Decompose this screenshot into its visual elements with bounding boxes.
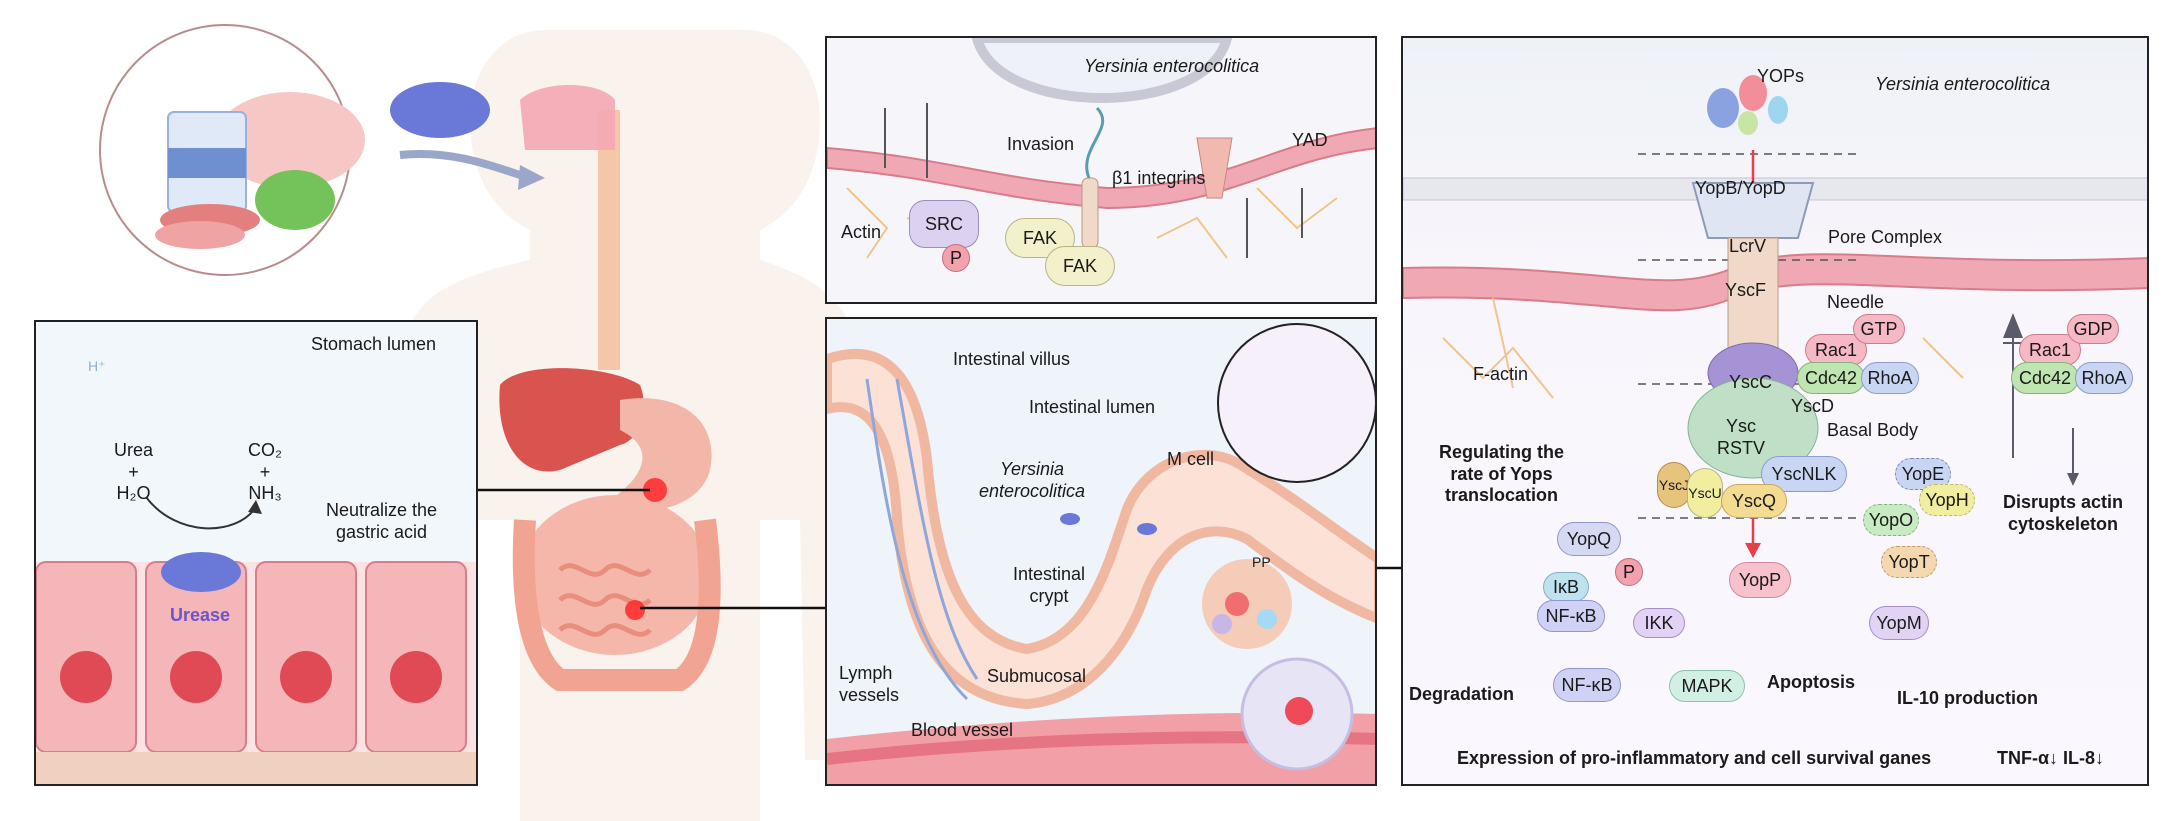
yopm-protein: YopM (1869, 606, 1929, 640)
nfkb-protein: NF-κB (1553, 668, 1621, 702)
rac1-gtp-protein: Rac1 (1805, 334, 1867, 366)
pig-icon (215, 92, 365, 188)
yscj-protein: YscJ (1657, 462, 1691, 508)
stomach-organ (610, 398, 712, 510)
gdp-badge: GDP (2067, 314, 2119, 344)
submucosal-label: Submucosal (987, 666, 1087, 686)
yopp-protein: YopP (1729, 562, 1791, 598)
nfkb-complex-protein: NF-κB (1537, 600, 1605, 632)
lettuce-icon (255, 170, 335, 230)
yopq-protein: YopQ (1557, 522, 1621, 556)
yscu-protein: YscU (1687, 468, 1723, 518)
disrupts-label: Disrupts actin cytoskeleton (2003, 492, 2124, 534)
milk-label-band (168, 148, 246, 178)
invasion-species-label: Yersinia enterocolitica (1084, 56, 1260, 76)
secretion-panel: YOPs Yersinia enterocolitica YopB/YopD P… (1401, 36, 2149, 786)
basal-body-label: Basal Body (1827, 420, 1919, 440)
yopo-protein: YopO (1863, 504, 1919, 536)
bacterium-icon (390, 82, 490, 138)
meat-slice (155, 221, 245, 249)
src-protein: SRC (909, 200, 979, 248)
yscc-label: YscC (1729, 372, 1773, 392)
yad-label: YAD (1292, 130, 1328, 150)
expression-label: Expression of pro-inflammatory and cell … (1457, 748, 1932, 768)
proton-label: H⁺ (88, 358, 106, 374)
stomach-hotspot (643, 478, 667, 502)
crypt-label: Intestinal crypt (1013, 564, 1086, 606)
ikb-p-protein: P (1615, 558, 1643, 586)
invasion-panel: Yersinia enterocolitica Invasion YAD β1 … (825, 36, 1377, 304)
urease-label: Urease (170, 605, 231, 625)
yopbd-label: YopB/YopD (1695, 178, 1786, 198)
src-p-protein: P (942, 244, 970, 272)
stomach-panel-art (36, 496, 476, 784)
tnf-label: TNF-α↓ IL-8↓ (1997, 748, 2105, 768)
invasion-label: Invasion (1007, 134, 1075, 154)
rac1-gdp-protein: Rac1 (2019, 334, 2081, 366)
nasal-cavity (520, 85, 615, 150)
integrins-label: β1 integrins (1112, 168, 1206, 188)
products-label: CO₂ + NH₃ (248, 440, 282, 504)
intestine-panel: Intestinal villus Intestinal lumen Yersi… (825, 317, 1377, 786)
blood-vessel-label: Blood vessel (911, 720, 1014, 740)
intestine-hotspot (625, 600, 645, 620)
yscd-label: YscD (1791, 396, 1835, 416)
villus-label: Intestinal villus (953, 349, 1071, 369)
factin-label: F-actin (1473, 364, 1529, 384)
ysc-rstv-label: Ysc RSTV (1717, 416, 1766, 458)
yoph-protein: YopH (1919, 484, 1975, 516)
actin-label: Actin (841, 222, 882, 242)
lcrv-label: LcrV (1729, 236, 1767, 256)
lumen-label: Intestinal lumen (1029, 397, 1156, 417)
secretion-species-label: Yersinia enterocolitica (1875, 74, 2051, 94)
gtp-badge: GTP (1853, 314, 1905, 344)
regulating-label: Regulating the rate of Yops translocatio… (1439, 442, 1564, 506)
il10-label: IL-10 production (1897, 688, 2038, 708)
urea-label: Urea + H₂O (114, 440, 154, 504)
large-intestine (512, 518, 721, 691)
degradation-label: Degradation (1409, 684, 1515, 704)
apoptosis-label: Apoptosis (1767, 672, 1855, 692)
needle-label: Needle (1827, 292, 1885, 312)
stomach-lumen-label: Stomach lumen (311, 334, 437, 354)
rhoa-right-protein: RhoA (2075, 362, 2133, 394)
ikb-protein: IκB (1543, 572, 1589, 602)
intestine-panel-art (827, 349, 1375, 784)
yops-label: YOPs (1757, 66, 1805, 86)
rhoa-left-protein: RhoA (1861, 362, 1919, 394)
yscf-label: YscF (1725, 280, 1767, 300)
pore-complex-label: Pore Complex (1828, 227, 1943, 247)
mapk-protein: MAPK (1669, 670, 1745, 702)
neutralize-label: Neutralize the gastric acid (326, 500, 438, 542)
esophagus (598, 110, 620, 370)
intestine-species-label: Yersinia enterocolitica (979, 459, 1086, 501)
ingestion-arrowhead (518, 165, 545, 190)
mcell-label: M cell (1167, 449, 1215, 469)
cdc42-left-protein: Cdc42 (1797, 362, 1865, 394)
pp-label: PP (1252, 554, 1271, 570)
secretion-panel-art (1403, 75, 2147, 558)
yscq-protein: YscQ (1721, 484, 1787, 518)
yopt-protein: YopT (1881, 546, 1937, 578)
ingestion-arrow (399, 150, 522, 179)
small-intestine (520, 495, 710, 655)
fak-protein-2: FAK (1045, 246, 1115, 286)
ikk-protein: IKK (1633, 608, 1685, 638)
stomach-panel: Stomach lumen Urea + H₂O CO₂ + NH₃ Neutr… (34, 320, 478, 786)
cdc42-right-protein: Cdc42 (2011, 362, 2079, 394)
liver (499, 368, 644, 472)
lymph-label: Lymph vessels (839, 663, 900, 705)
m-cell-inset (1217, 323, 1375, 483)
